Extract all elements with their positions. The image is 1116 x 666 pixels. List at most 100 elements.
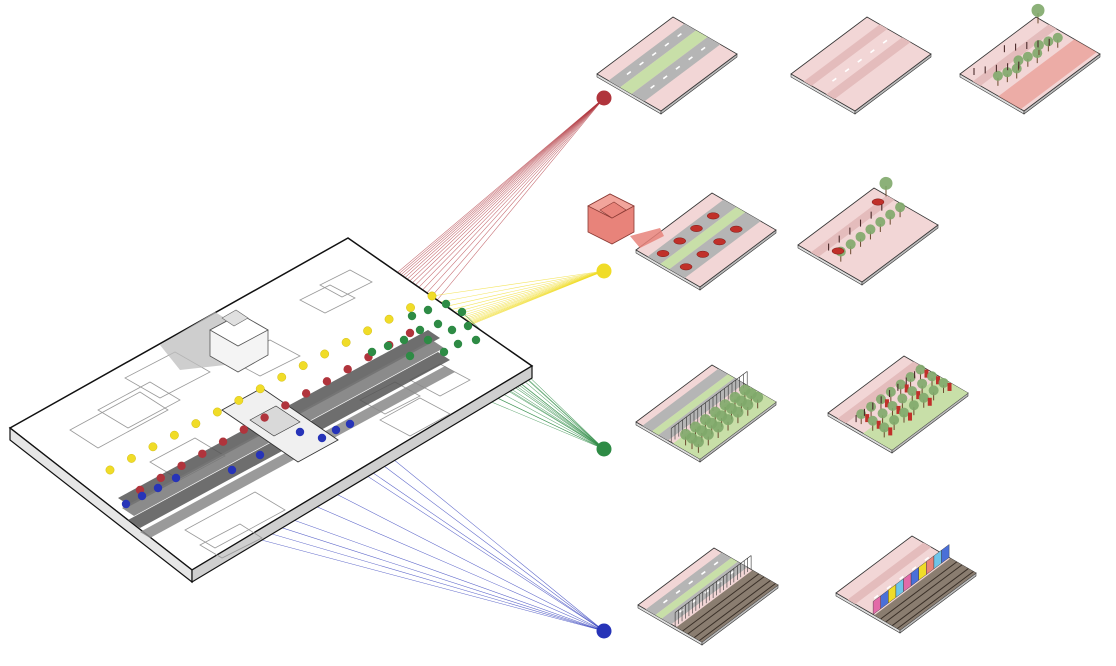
site-dot-blue [137,491,147,501]
tree-icon [897,393,908,404]
tree-icon [1013,55,1024,66]
car-icon [696,250,710,258]
site-slab-side-right [191,364,533,584]
lane-marking [882,39,888,44]
connection-line [409,97,605,334]
site-dot-green [423,335,433,345]
site-dot-yellow [255,384,265,394]
lane-marking [857,58,863,63]
car-icon [706,212,720,220]
median-strip [660,207,746,270]
median-strip [652,374,735,435]
car-icon [673,237,687,245]
site-dot-yellow [406,303,415,312]
site-dot-red [343,365,352,374]
rail-line [892,568,969,626]
tree-icon [938,377,949,388]
tree-icon [1052,32,1063,43]
market-stall [904,384,909,393]
site-dot-green [407,311,417,321]
tree-icon [928,385,939,396]
market-stall [927,397,932,406]
lane-marking [713,561,719,566]
site-dot-green [433,319,443,329]
site-dot-yellow [277,372,287,382]
road-band [972,24,1057,86]
lane-marking [700,46,706,51]
road-band [847,542,932,605]
rail-line [885,564,963,623]
building-outline [379,397,451,437]
median-strip [655,557,738,619]
market-stall [888,427,893,436]
tree-icon [712,421,724,433]
site-dot-yellow [363,326,372,336]
rail-line [694,580,771,638]
tree-icon [917,378,928,389]
tree-icon [875,217,886,228]
site-model [8,237,534,584]
site-dot-red [322,377,332,386]
tree-icon [752,391,764,403]
green-hub [596,441,612,457]
road-lane [658,377,744,441]
market-stall [884,399,889,408]
road-lane [642,368,728,432]
tower-roof-box [221,309,249,327]
streetscape-trees-people [959,3,1101,115]
median-strip [620,30,708,94]
site-dot-yellow [384,314,394,324]
site-dot-blue [255,450,265,460]
building-outline [319,269,373,298]
tree-icon [877,408,888,419]
building-outline [299,284,356,314]
site-dot-green [441,299,451,309]
building-roof-box [599,201,627,219]
fence-rail [674,555,752,613]
lane-marking [716,580,722,585]
site-dot-green [447,325,457,335]
station-platform [249,405,301,437]
lane-marking [873,594,879,599]
car-icon [690,224,703,232]
tree-icon [1032,48,1043,59]
site-dot-red [177,461,186,471]
site-dot-blue [345,419,355,429]
site-dot-yellow [212,407,222,417]
tile-surface [790,16,932,112]
lane-marking [700,570,706,576]
rail-line [897,571,974,629]
site-dot-green [453,339,463,349]
building-arrow [630,228,664,248]
site-dot-green [471,335,481,345]
lane-marking [688,580,694,585]
tree-icon [692,436,704,448]
plaza-zone [998,39,1097,110]
tree-icon [899,407,909,418]
market-stall [876,420,881,429]
tree-icon [895,379,906,390]
market-stall [936,376,940,385]
colored-wall-panel [941,544,950,564]
site-dot-green [439,347,449,357]
lane-marking [650,84,655,89]
streetscape-rail-fence [637,547,779,646]
market-stall [865,414,870,423]
site-dot-yellow [320,349,330,359]
rail-line [699,583,776,641]
road-lane [645,552,732,615]
streetscape-park-market [827,355,969,454]
lane-marking [639,61,644,66]
lane-marking [691,599,697,604]
site-dot-red [301,389,311,398]
site-dot-blue [171,473,181,483]
tree-icon [855,231,866,242]
lane-marking [678,608,684,613]
market-stall [924,369,929,378]
red-hub [596,90,612,106]
rail-line [687,576,765,635]
tree-icon [992,70,1003,81]
lane-marking [677,33,682,38]
tree-icon [907,386,918,397]
